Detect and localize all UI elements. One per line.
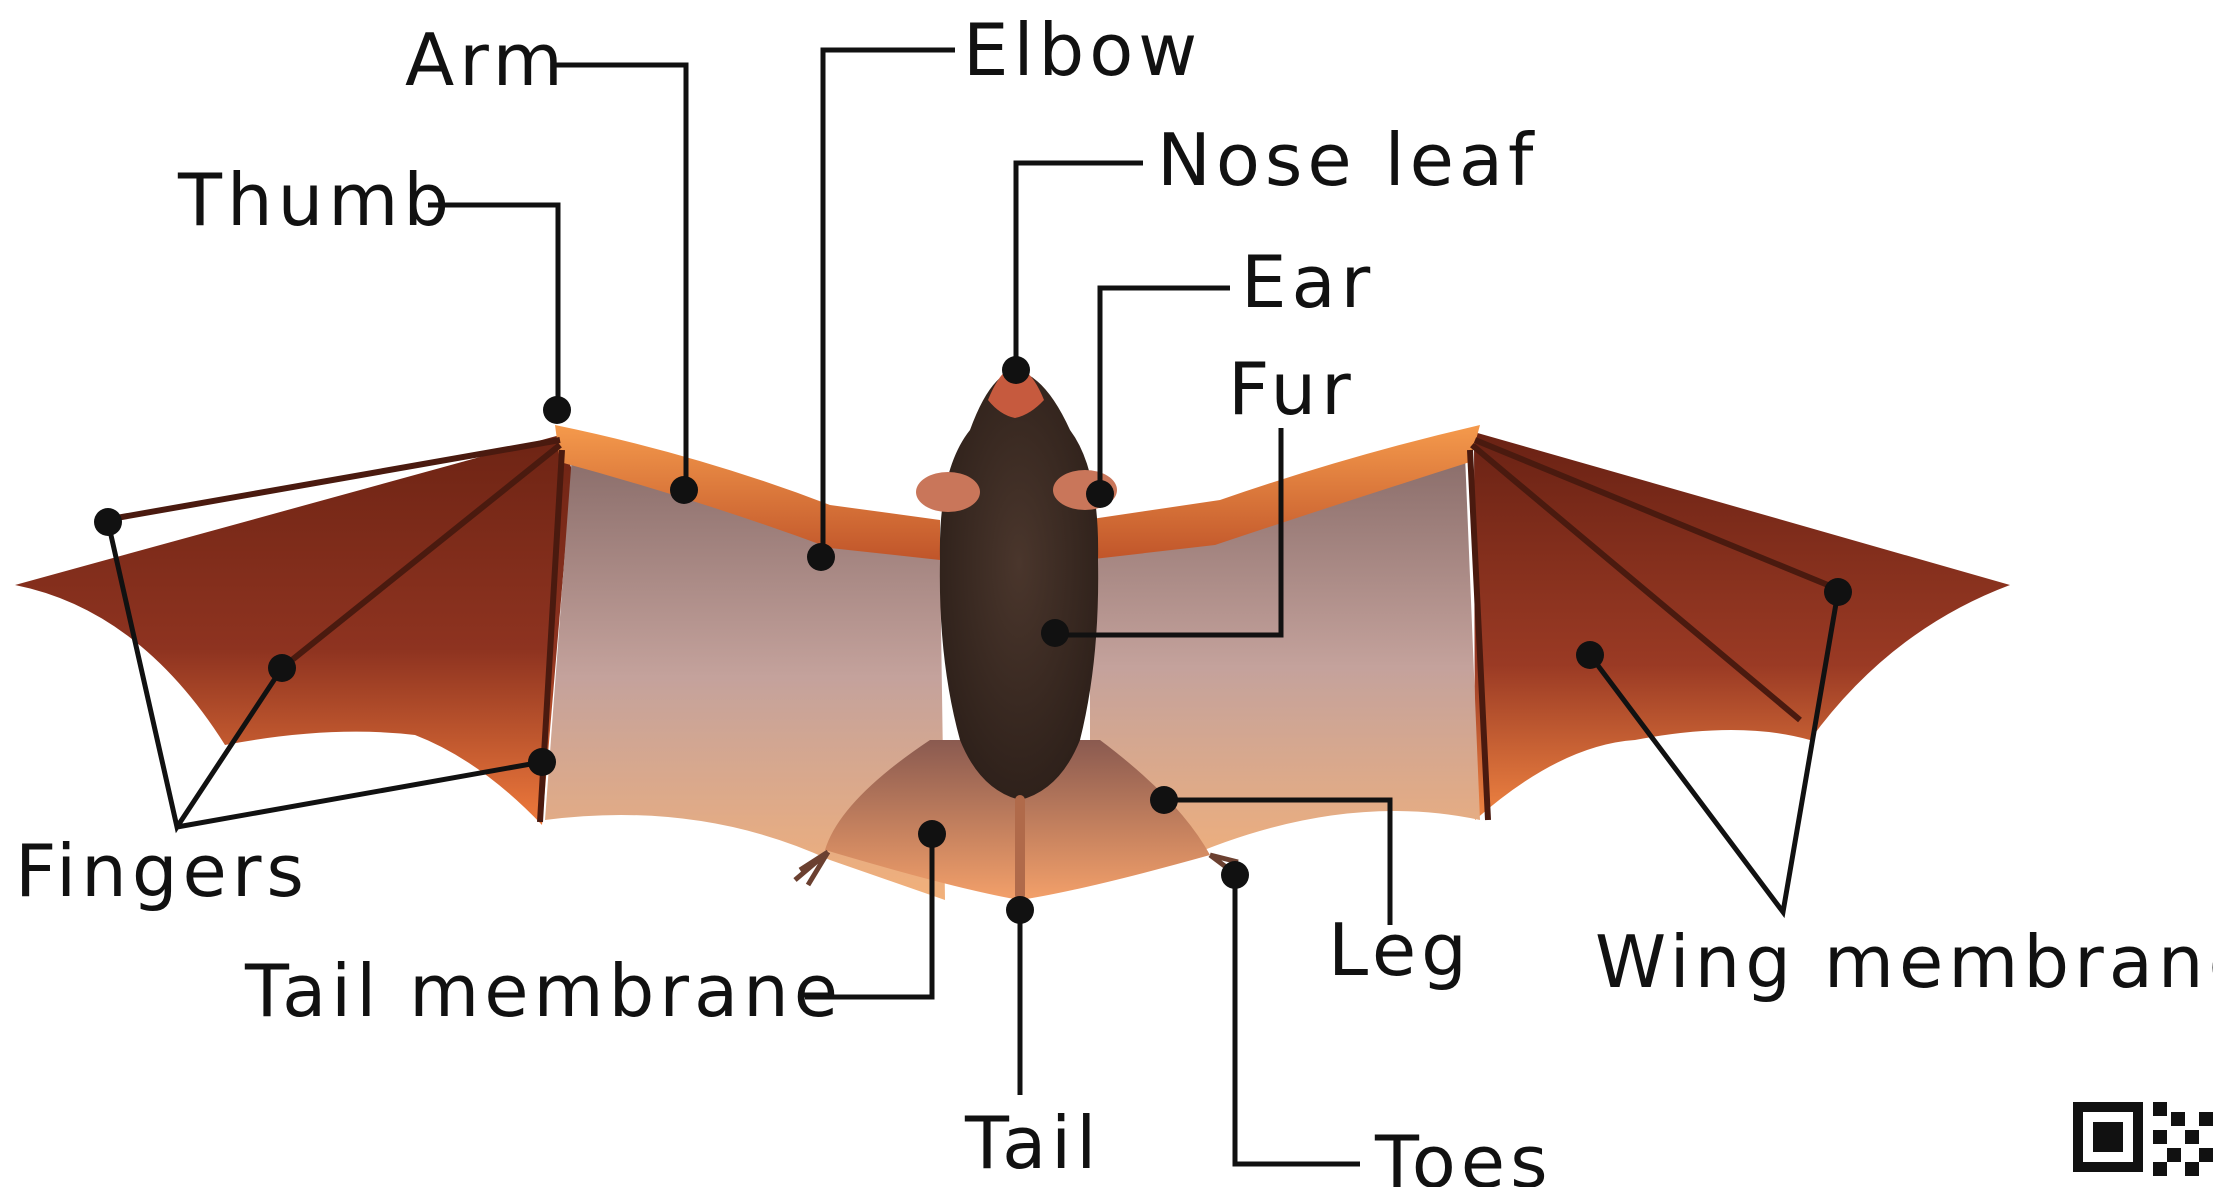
tail-dot <box>1006 896 1034 924</box>
label-fur: Fur <box>1228 347 1356 431</box>
label-fingers: Fingers <box>15 829 309 913</box>
fur-dot <box>1041 619 1069 647</box>
label-arm: Arm <box>405 18 568 102</box>
wing-membrane-dot-1 <box>1576 641 1604 669</box>
nose-leaf-leader <box>1016 163 1143 370</box>
right-wing-outer <box>1474 432 2010 820</box>
label-ear: Ear <box>1241 240 1375 324</box>
arm-leader <box>555 65 686 490</box>
ear-dot <box>1086 480 1114 508</box>
label-nose-leaf: Nose leaf <box>1157 118 1538 202</box>
label-tail-membrane: Tail membrane <box>244 949 843 1033</box>
left-foot <box>795 852 828 885</box>
fingers-dot-2 <box>268 654 296 682</box>
label-elbow: Elbow <box>963 8 1202 92</box>
bat-body <box>940 370 1098 800</box>
qr-code-icon <box>2073 1102 2213 1176</box>
fingers-dot-1 <box>94 508 122 536</box>
label-thumb: Thumb <box>177 158 454 242</box>
nose-leaf-dot <box>1002 356 1030 384</box>
wing-membrane-dot-2 <box>1824 578 1852 606</box>
thumb-dot <box>543 396 571 424</box>
arm-dot <box>670 476 698 504</box>
label-toes: Toes <box>1374 1120 1553 1187</box>
ear-leader <box>1100 288 1230 494</box>
fingers-dot-3 <box>528 748 556 776</box>
left-wing-outer <box>15 435 572 825</box>
left-ear-shape <box>916 472 980 512</box>
label-leg: Leg <box>1328 908 1472 992</box>
tail-membrane-dot <box>918 820 946 848</box>
leg-dot <box>1150 786 1178 814</box>
label-wing-membrane: Wing membrane <box>1595 920 2213 1004</box>
toes-dot <box>1221 861 1249 889</box>
elbow-dot <box>807 543 835 571</box>
label-tail: Tail <box>964 1101 1101 1185</box>
